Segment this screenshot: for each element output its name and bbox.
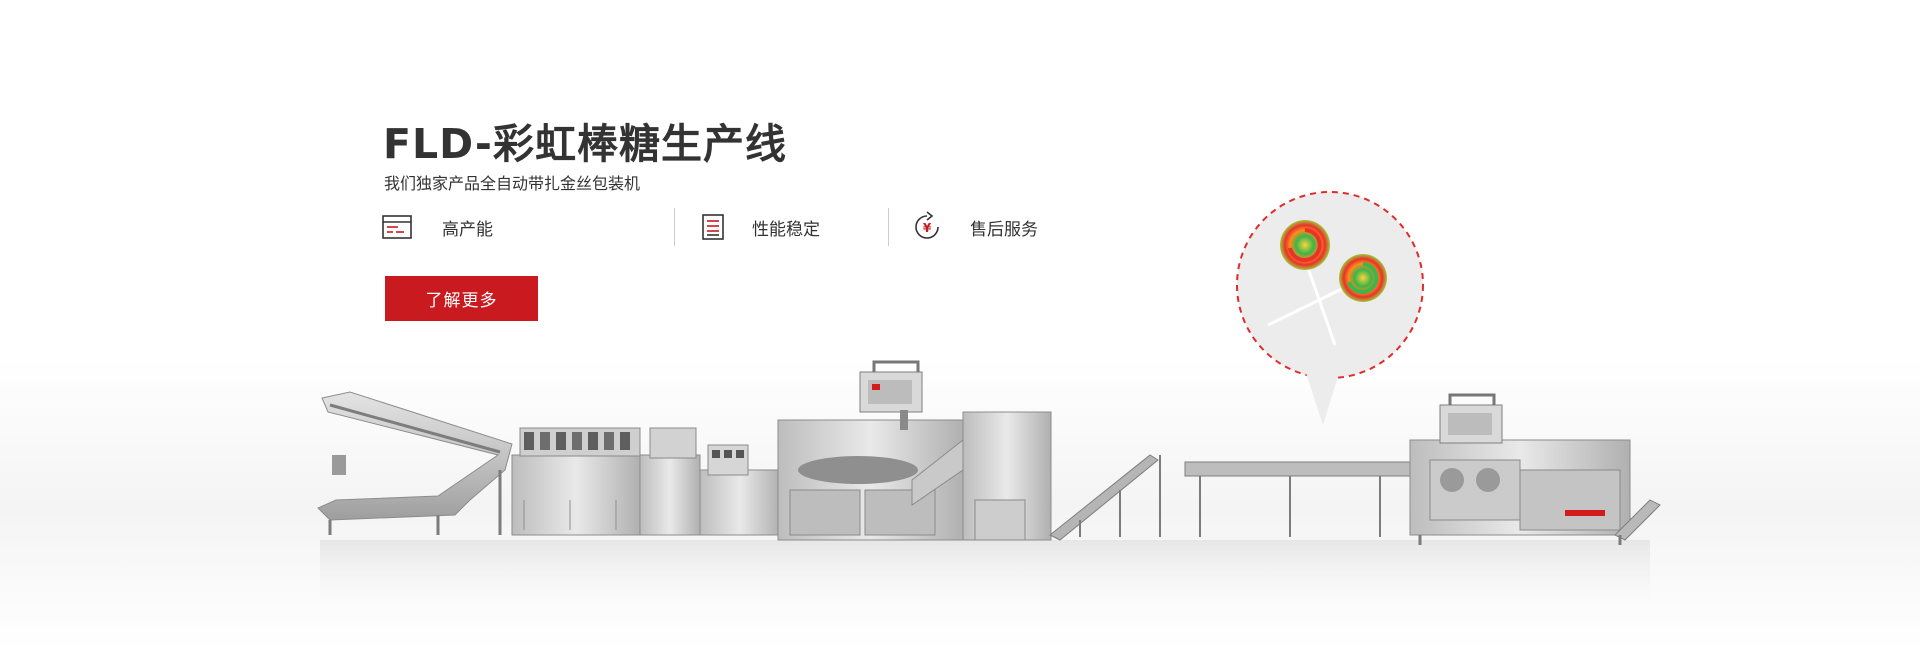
lollipop-callout — [1236, 191, 1424, 425]
learn-more-button[interactable]: 了解更多 — [385, 276, 538, 321]
feature-divider — [674, 208, 675, 246]
inclined-conveyor — [1049, 454, 1161, 541]
feature-label: 高产能 — [442, 219, 493, 240]
feature-item-capacity: 高产能 — [380, 206, 493, 248]
lollipop-candy-1 — [1280, 220, 1330, 270]
feature-item-service: ¥ 售后服务 — [910, 206, 1038, 248]
yuan-refresh-icon: ¥ — [910, 210, 944, 244]
cooking-hopper-machine — [317, 391, 513, 535]
document-list-icon — [696, 210, 730, 244]
forming-machine — [699, 444, 781, 536]
stamping-machine — [777, 360, 964, 541]
feature-item-stability: 性能稳定 — [696, 206, 820, 248]
extruder-machine — [511, 427, 701, 536]
horizontal-conveyor — [1184, 461, 1416, 537]
cooling-unit — [911, 411, 1052, 541]
wrapping-machine — [1409, 393, 1661, 545]
capacity-chart-icon — [380, 210, 414, 244]
feature-label: 性能稳定 — [752, 219, 820, 240]
floor-reflection — [320, 540, 1650, 620]
page-title: FLD-彩虹棒糖生产线 — [383, 120, 787, 168]
feature-divider — [888, 208, 889, 246]
feature-label: 售后服务 — [970, 219, 1038, 240]
svg-text:¥: ¥ — [923, 221, 932, 235]
page-subtitle: 我们独家产品全自动带扎金丝包装机 — [384, 174, 641, 193]
lollipop-candy-2 — [1339, 254, 1387, 302]
